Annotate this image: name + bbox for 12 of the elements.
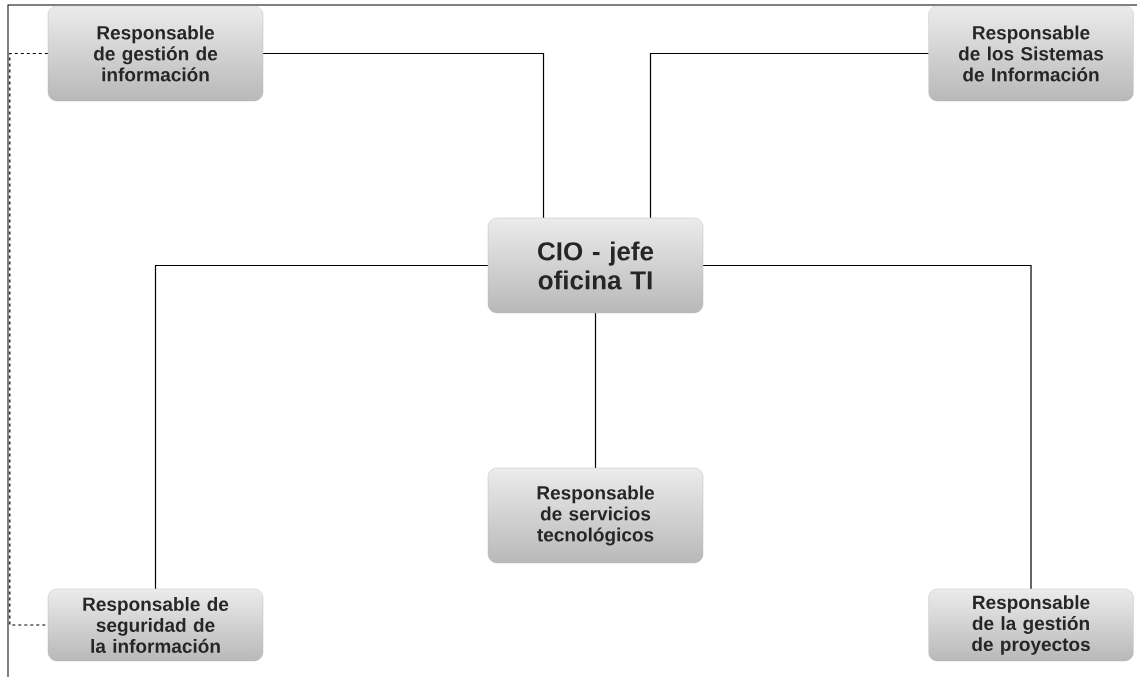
connector <box>649 52 929 219</box>
connector <box>154 264 489 590</box>
role-box: Responsable de seguridad de la información <box>47 588 264 662</box>
role-box: Responsable de gestión de información <box>47 5 264 102</box>
connector <box>262 52 545 219</box>
role-box: Responsable de la gestión de proyectos <box>928 588 1134 662</box>
connector <box>702 264 1032 590</box>
role-box: CIO - jefe oficina TI <box>487 217 704 314</box>
role-box: Responsable de servicios tecnológicos <box>487 467 704 564</box>
role-box: Responsable de los Sistemas de Información <box>928 5 1134 102</box>
connector <box>9 52 49 626</box>
connector <box>594 312 597 469</box>
